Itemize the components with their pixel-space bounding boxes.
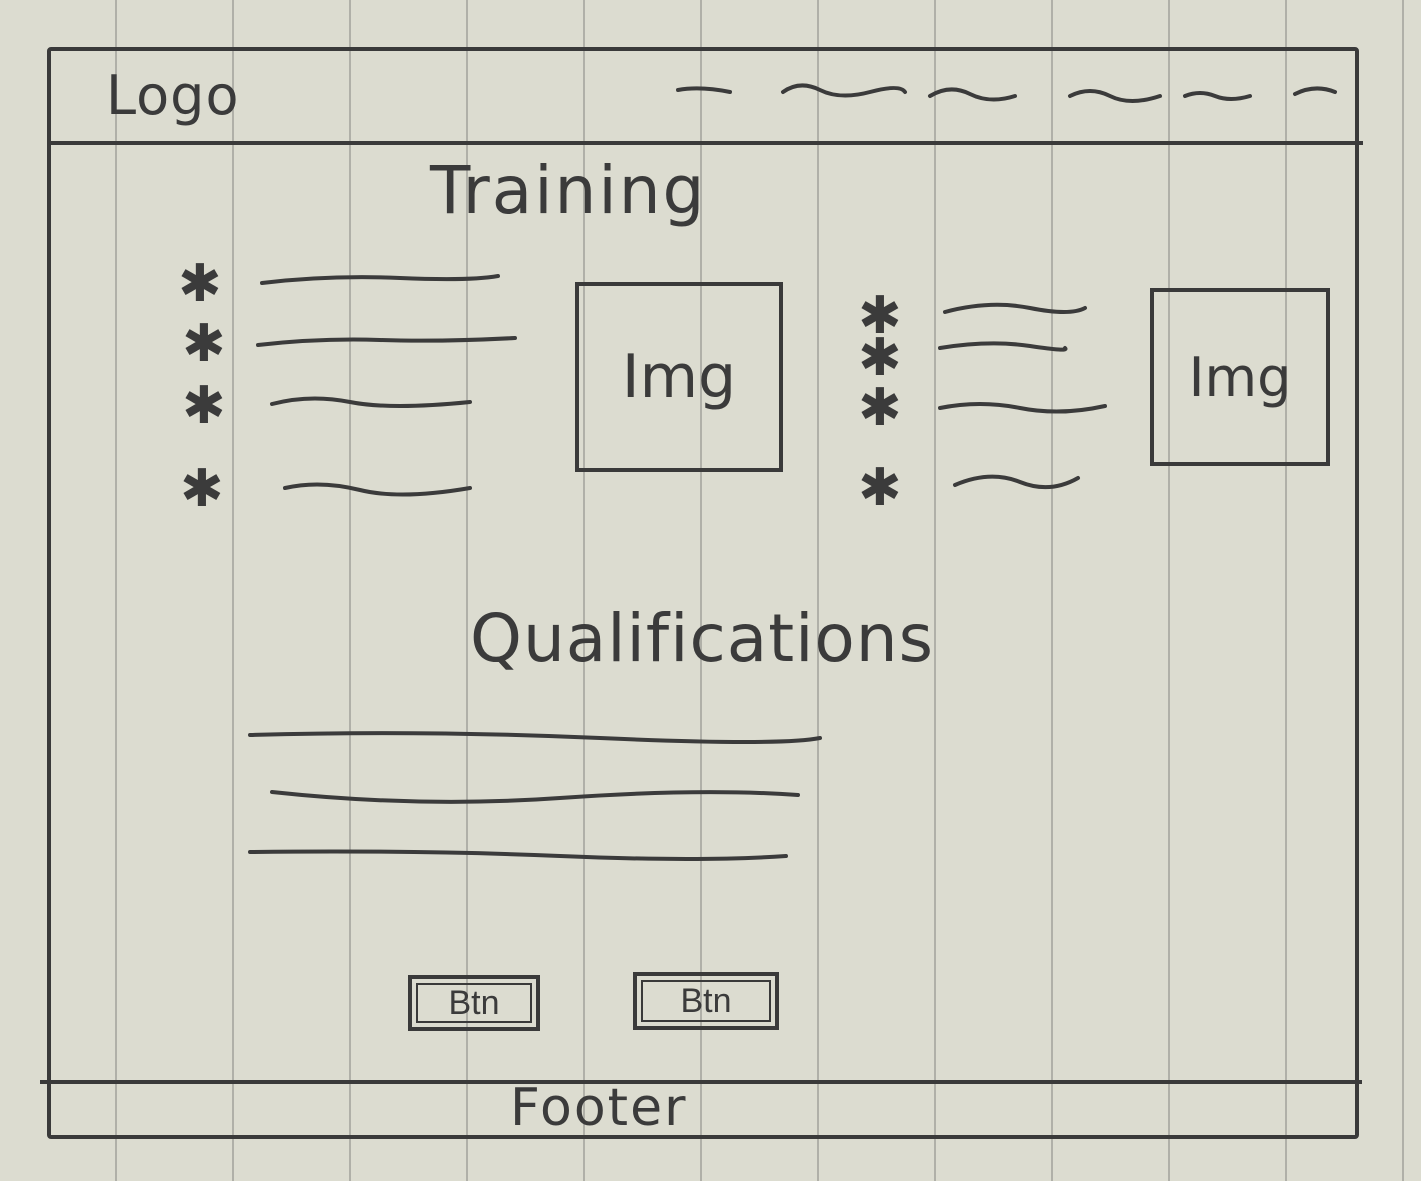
wireframe-page-frame — [47, 47, 1359, 1139]
bullet-star-icon: ✱ — [858, 286, 902, 346]
bullet-star-icon: ✱ — [180, 459, 224, 519]
bullet-star-icon: ✱ — [858, 458, 902, 518]
logo[interactable]: Logo — [106, 64, 240, 127]
bullet-star-icon: ✱ — [182, 376, 226, 436]
image-placeholder-label: Img — [1188, 345, 1292, 409]
bullet-star-icon: ✱ — [858, 378, 902, 438]
action-button-1[interactable]: Btn — [408, 975, 540, 1031]
qualifications-heading: Qualifications — [470, 600, 935, 677]
button-label: Btn — [448, 983, 500, 1022]
training-image-right: Img — [1150, 288, 1330, 466]
training-heading: Training — [430, 152, 707, 229]
bullet-star-icon: ✱ — [182, 314, 226, 374]
header-bar — [47, 47, 1363, 145]
training-image-left: Img — [575, 282, 783, 472]
footer-label: Footer — [510, 1078, 688, 1138]
footer-bar — [40, 1080, 1362, 1140]
button-label: Btn — [680, 981, 732, 1020]
bullet-star-icon: ✱ — [858, 328, 902, 388]
image-placeholder-label: Img — [621, 342, 737, 412]
bullet-star-icon: ✱ — [178, 254, 222, 314]
action-button-2[interactable]: Btn — [633, 972, 779, 1030]
